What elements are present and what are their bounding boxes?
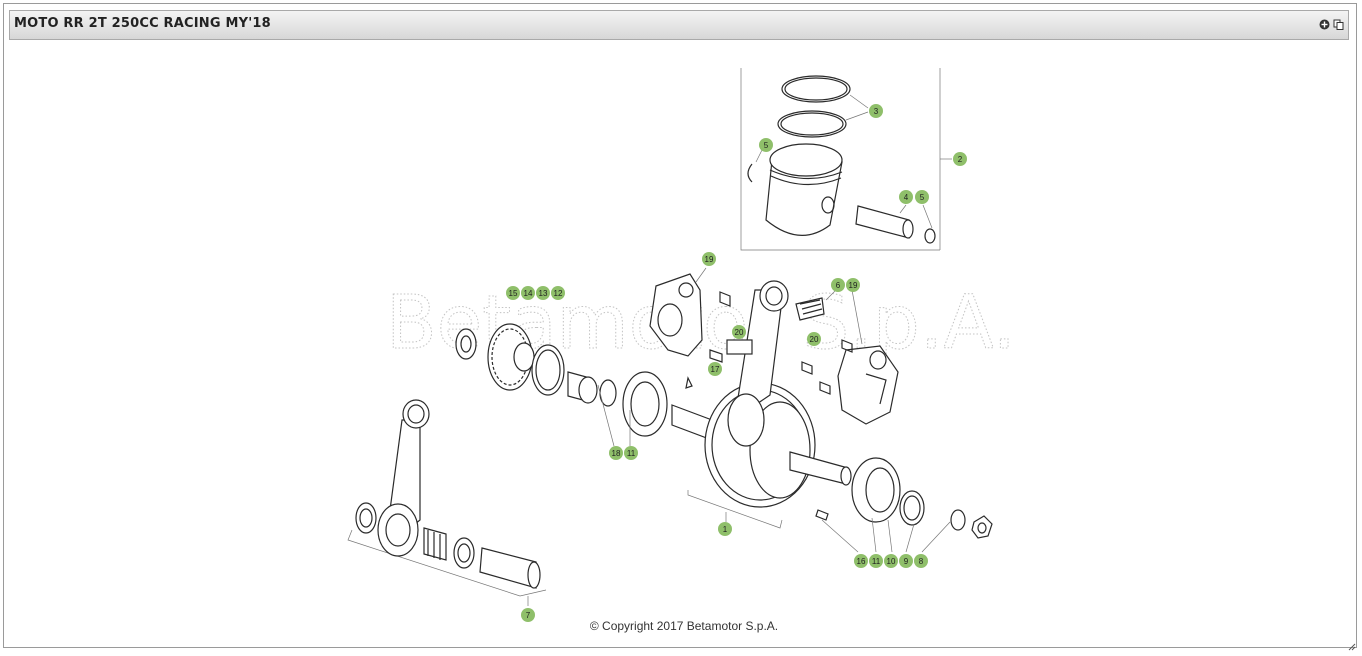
callout-16[interactable]: 16 bbox=[854, 554, 868, 568]
svg-text:18: 18 bbox=[612, 449, 621, 458]
callout-20[interactable]: 20 bbox=[807, 332, 821, 346]
callout-4[interactable]: 4 bbox=[899, 190, 913, 204]
callout-11[interactable]: 11 bbox=[624, 446, 638, 460]
callout-2[interactable]: 2 bbox=[953, 152, 967, 166]
callout-20[interactable]: 20 bbox=[732, 325, 746, 339]
add-circle-icon[interactable] bbox=[1319, 19, 1330, 30]
svg-text:1: 1 bbox=[723, 525, 728, 534]
callout-13[interactable]: 13 bbox=[536, 286, 550, 300]
callout-5[interactable]: 5 bbox=[759, 138, 773, 152]
svg-text:13: 13 bbox=[539, 289, 548, 298]
svg-text:7: 7 bbox=[526, 611, 531, 620]
svg-text:20: 20 bbox=[735, 328, 744, 337]
right-crankcase-half bbox=[795, 289, 899, 425]
svg-text:14: 14 bbox=[524, 289, 533, 298]
copyright-notice: © Copyright 2017 Betamotor S.p.A. bbox=[589, 619, 779, 633]
piston-group bbox=[740, 68, 952, 251]
callout-14[interactable]: 14 bbox=[521, 286, 535, 300]
callout-15[interactable]: 15 bbox=[506, 286, 520, 300]
svg-text:4: 4 bbox=[904, 193, 909, 202]
svg-text:20: 20 bbox=[810, 335, 819, 344]
callout-10[interactable]: 10 bbox=[884, 554, 898, 568]
svg-text:17: 17 bbox=[711, 365, 720, 374]
callout-6[interactable]: 6 bbox=[831, 278, 845, 292]
callout-19[interactable]: 19 bbox=[702, 252, 716, 266]
callout-5[interactable]: 5 bbox=[915, 190, 929, 204]
callout-8[interactable]: 8 bbox=[914, 554, 928, 568]
svg-text:15: 15 bbox=[509, 289, 518, 298]
connecting-rod-assembly bbox=[347, 399, 547, 606]
svg-text:5: 5 bbox=[920, 193, 925, 202]
svg-text:11: 11 bbox=[872, 557, 881, 566]
right-side-parts bbox=[815, 457, 993, 553]
svg-text:16: 16 bbox=[857, 557, 866, 566]
svg-text:10: 10 bbox=[887, 557, 896, 566]
panel-title: MOTO RR 2T 250CC RACING MY'18 bbox=[14, 16, 271, 31]
callout-9[interactable]: 9 bbox=[899, 554, 913, 568]
callout-3[interactable]: 3 bbox=[869, 104, 883, 118]
svg-text:12: 12 bbox=[554, 289, 563, 298]
copy-icon[interactable] bbox=[1333, 19, 1344, 30]
left-crankcase-half bbox=[649, 267, 753, 363]
panel-title-bar: MOTO RR 2T 250CC RACING MY'18 bbox=[9, 10, 1349, 40]
left-side-parts bbox=[455, 323, 693, 447]
callout-1[interactable]: 1 bbox=[718, 522, 732, 536]
callout-17[interactable]: 17 bbox=[708, 362, 722, 376]
callout-7[interactable]: 7 bbox=[521, 608, 535, 622]
svg-text:11: 11 bbox=[627, 449, 636, 458]
callout-19[interactable]: 19 bbox=[846, 278, 860, 292]
svg-text:19: 19 bbox=[705, 255, 714, 264]
title-bar-icons bbox=[1319, 19, 1344, 30]
svg-text:9: 9 bbox=[904, 557, 909, 566]
svg-text:19: 19 bbox=[849, 281, 858, 290]
svg-text:6: 6 bbox=[836, 281, 841, 290]
svg-text:8: 8 bbox=[919, 557, 924, 566]
resize-handle-icon[interactable] bbox=[1348, 638, 1356, 651]
svg-text:5: 5 bbox=[764, 141, 769, 150]
callout-12[interactable]: 12 bbox=[551, 286, 565, 300]
callout-11[interactable]: 11 bbox=[869, 554, 883, 568]
crankshaft bbox=[671, 280, 852, 529]
svg-text:3: 3 bbox=[874, 107, 879, 116]
svg-text:2: 2 bbox=[958, 155, 963, 164]
callout-18[interactable]: 18 bbox=[609, 446, 623, 460]
